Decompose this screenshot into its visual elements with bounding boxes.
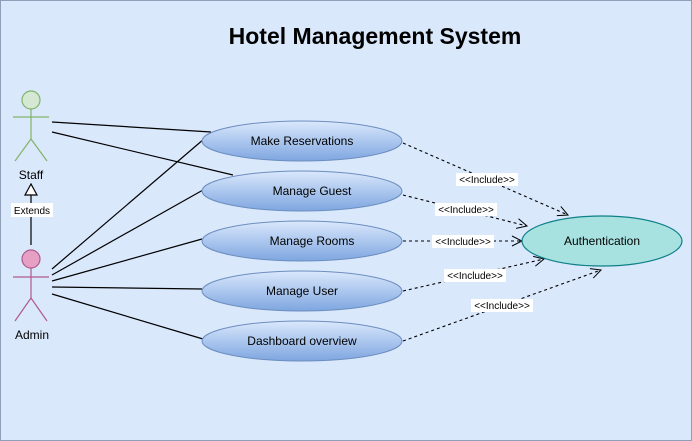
association-admin-make-reservations (51, 132, 212, 270)
use-case-make-reservations[interactable]: Make Reservations (201, 120, 403, 162)
actor-label: Staff (19, 168, 44, 182)
include-label: <<Include>> (438, 205, 494, 216)
use-case-label: Make Reservations (251, 134, 354, 148)
generalization-label: Extends (14, 206, 50, 217)
association-lines (51, 121, 234, 340)
association-admin-manage-rooms (51, 238, 203, 282)
use-case-label: Manage User (266, 284, 338, 298)
include-label: <<Include>> (459, 175, 515, 186)
association-staff-make-reservations (51, 121, 212, 133)
actor-staff[interactable]: Staff (13, 90, 49, 182)
use-case-manage-guest[interactable]: Manage Guest (201, 170, 403, 212)
include-label: <<Include>> (474, 301, 530, 312)
use-case-manage-rooms[interactable]: Manage Rooms (201, 220, 403, 262)
association-admin-manage-guest (51, 189, 204, 276)
stick-figure-icon (13, 249, 49, 322)
actor-label: Admin (15, 328, 49, 342)
generalization-arrow-icon (23, 182, 39, 196)
use-case-label: Manage Guest (273, 184, 352, 198)
diagram-title: Hotel Management System (229, 23, 522, 49)
stick-figure-icon (13, 90, 49, 162)
use-case-label: Manage Rooms (270, 234, 355, 248)
association-admin-dashboard-overview (51, 293, 204, 340)
use-case-authentication[interactable]: Authentication (521, 215, 683, 267)
use-case-dashboard-overview[interactable]: Dashboard overview (201, 320, 403, 362)
include-label: <<Include>> (447, 271, 503, 282)
use-case-label: Authentication (564, 234, 640, 248)
association-admin-manage-user (51, 286, 203, 290)
use-case-label: Dashboard overview (247, 334, 357, 348)
actor-admin[interactable]: Admin (13, 249, 49, 342)
use-case-manage-user[interactable]: Manage User (201, 270, 403, 312)
generalization-edge: Extends (11, 182, 53, 245)
include-line-dashboard-overview (402, 270, 601, 342)
include-labels: <<Include>> <<Include>> <<Include>> <<In… (432, 173, 533, 312)
association-staff-manage-guest (51, 131, 234, 176)
include-label: <<Include>> (435, 237, 491, 248)
